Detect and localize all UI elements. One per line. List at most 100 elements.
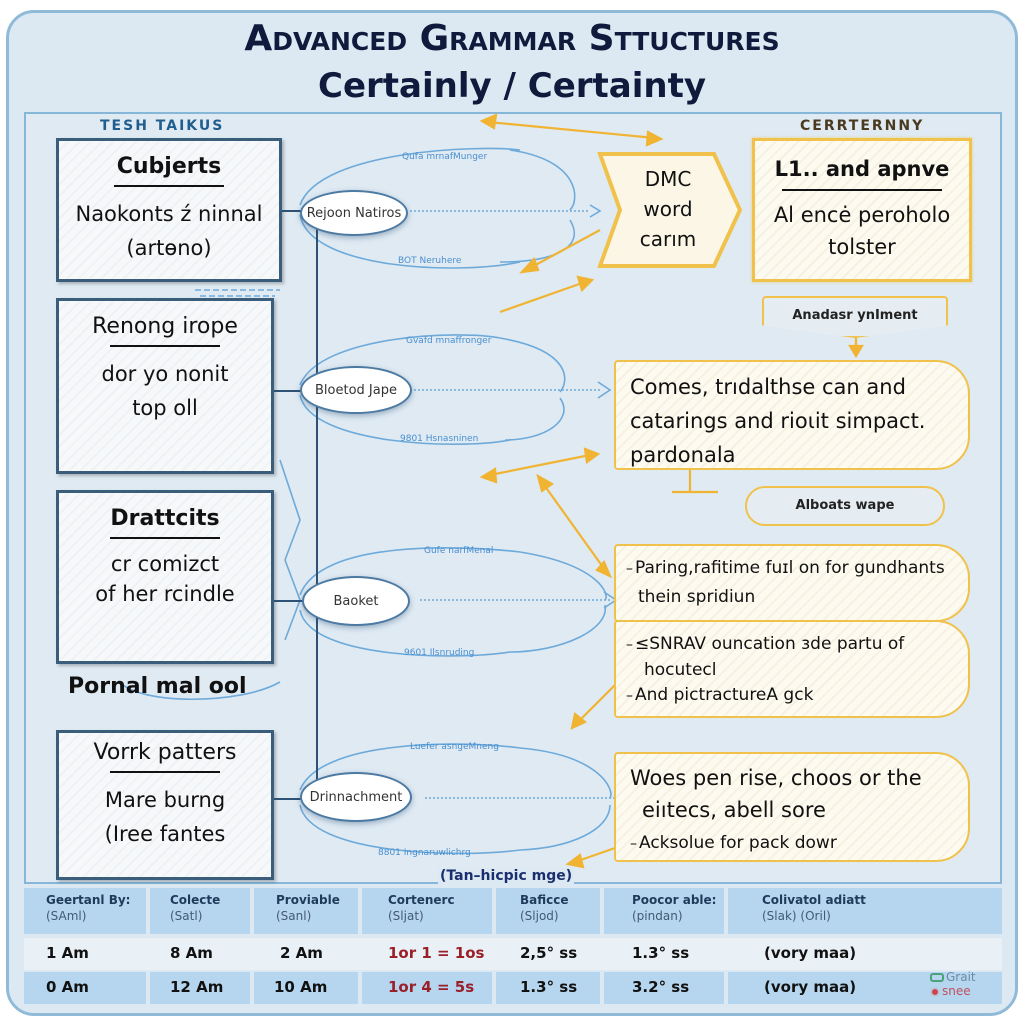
bullet-icon: –: [626, 688, 633, 704]
node-oval-3[interactable]: Baoket: [302, 576, 410, 626]
col-header-4-label: Cortenerc: [388, 893, 455, 907]
cell-r2-c2: 12 Am: [170, 978, 224, 996]
row-cell-bg: [254, 972, 358, 1004]
explanation-1-line-1: Comes, trıdalthse can and: [630, 375, 906, 399]
node-4-top-note: Luefer asngeMneng: [410, 742, 499, 752]
concept-box-2-heading: Renong irope: [92, 314, 238, 339]
legend-item-1: Grait: [946, 970, 976, 984]
header-cell-bg: [362, 888, 492, 934]
row-cell-bg: [728, 972, 1002, 1004]
cell-r1-c6: 1.3° ss: [632, 944, 690, 962]
node-oval-4[interactable]: Drinnachment: [300, 772, 412, 822]
legend: Grait snee: [930, 970, 976, 998]
concept-box-4-line-2: (Iree fantes: [104, 822, 226, 846]
concept-box-1-line-2: (artɵno): [126, 236, 212, 260]
node-4-bottom-note: 8801 Ingnaruwlichrg: [378, 848, 471, 858]
concept-box-1-line-1: Naokonts ź ninnal: [75, 202, 263, 226]
explanation-box-2[interactable]: –Paring,rafitime fuɪl on for gundhants t…: [614, 544, 970, 622]
dmc-line-3: carım: [639, 227, 697, 251]
cell-r2-c6: 3.2° ss: [632, 978, 690, 996]
concept-box-2-line-1: dor yo nonit: [101, 362, 229, 386]
row-cell-bg: [150, 972, 250, 1004]
explanation-4-line-2: eiıtecs, abell sore: [642, 798, 826, 822]
concept-box-4-line-1: Mare burng: [104, 788, 226, 812]
bullet-icon: –: [630, 836, 637, 852]
concept-box-1[interactable]: Cubjerts Naokonts ź ninnal (artɵno): [56, 138, 282, 282]
dmc-chevron-box[interactable]: DMC word carım: [596, 150, 744, 270]
explanation-3-line-3: And pictractureA gck: [635, 685, 814, 705]
divider: [110, 771, 220, 773]
cell-r1-c7: (vory maa): [764, 944, 857, 962]
node-oval-4-label: Drinnachment: [309, 789, 403, 805]
explanation-4-line-3: Acksolue for pack dowr: [639, 833, 837, 853]
concept-box-3-line-2: of her rcindle: [95, 582, 235, 606]
node-oval-2[interactable]: Bloetod Jape: [300, 366, 412, 414]
node-3-top-note: Gufe narfMenal: [424, 546, 494, 556]
explanation-1-line-3: pardonala: [630, 443, 736, 467]
explanation-box-3[interactable]: –≤SNRAV ouncation ɜde partu of hocutecl …: [614, 620, 970, 718]
node-oval-3-label: Baoket: [333, 593, 379, 609]
col-header-1: Geertanl By:(SAml): [46, 892, 130, 924]
explanation-box-4[interactable]: Woes pen rise, choos or the eiıtecs, abe…: [614, 752, 970, 862]
col-header-2: Colecte(Satl): [170, 892, 220, 924]
legend-item-2: snee: [942, 984, 971, 998]
right-section-label: CERRTERNNY: [800, 118, 925, 134]
col-header-6-sub: (pindan): [632, 909, 683, 923]
legend-dot-icon: [930, 986, 940, 997]
section-caption: Pornal mal ool: [68, 674, 247, 699]
legend-square-icon: [930, 973, 944, 982]
cell-r2-c1: 0 Am: [46, 978, 89, 996]
col-header-7-sub: (Slak) (Oril): [762, 909, 831, 923]
bullet-icon: –: [626, 637, 633, 653]
concept-box-4[interactable]: Vorrk patters Mare burng (Iree fantes: [56, 730, 274, 880]
dmc-line-2: word: [643, 197, 693, 221]
cell-r1-c4: 1or 1 = 1os: [388, 944, 485, 962]
concept-box-4-heading: Vorrk patters: [93, 740, 237, 765]
node-oval-1-label: Rejoon Natiros: [306, 205, 402, 221]
certainty-title-heading: L1.. and apnve: [774, 157, 950, 181]
divider: [110, 537, 220, 539]
cell-r1-c3: 2 Am: [280, 944, 323, 962]
col-header-3: Proviable (Sanl): [276, 892, 340, 924]
node-oval-1[interactable]: Rejoon Natiros: [300, 190, 408, 236]
tag-alboats[interactable]: Alboats wape: [745, 486, 945, 526]
divider: [110, 345, 220, 347]
col-header-7-label: Colivatol adiatt: [762, 893, 866, 907]
explanation-2-line-1: Paring,rafitime fuɪl on for gundhants: [635, 558, 945, 578]
col-header-4: Cortenerc (Sljat): [388, 892, 455, 924]
col-header-5: Baficce(Sljod): [520, 892, 569, 924]
cell-r1-c5: 2,5° ss: [520, 944, 578, 962]
concept-box-2-line-2: top oll: [132, 396, 198, 420]
col-header-4-sub: (Sljat): [388, 909, 424, 923]
table-row: [24, 938, 1002, 970]
explanation-4-line-1: Woes pen rise, choos or the: [630, 766, 922, 790]
diagram-caption: (Tan–hicpic mge): [438, 868, 575, 884]
col-header-3-label: Proviable: [276, 893, 340, 907]
divider: [114, 185, 224, 187]
node-oval-2-label: Bloetod Jape: [315, 382, 397, 398]
concept-box-3[interactable]: Drattcits cr comizct of her rcindle: [56, 490, 274, 664]
col-header-2-label: Colecte: [170, 893, 221, 907]
connector-4: [274, 798, 318, 800]
header-cell-bg: [150, 888, 250, 934]
bullet-icon: –: [626, 561, 633, 577]
concept-box-2[interactable]: Renong irope dor yo nonit top oll: [56, 298, 274, 474]
concept-box-1-heading: Cubjerts: [116, 154, 222, 179]
dmc-line-1: DMC: [644, 167, 692, 191]
chevron-shape: [597, 152, 743, 268]
row-cell-bg: [496, 972, 600, 1004]
concept-box-3-heading: Drattcits: [110, 506, 220, 531]
node-2-top-note: Gvafd mnaffronger: [406, 336, 492, 346]
explanation-box-1[interactable]: Comes, trıdalthse can and catarings and …: [614, 360, 970, 470]
cell-r2-c4: 1or 4 = 5s: [388, 978, 475, 996]
header-cell-bg: [496, 888, 600, 934]
header-cell-bg: [728, 888, 1002, 934]
certainty-title-box[interactable]: L1.. and apnve Al encė peroholo tolster: [752, 138, 972, 282]
summary-table: Geertanl By:(SAml) Colecte(Satl) Proviab…: [24, 888, 1002, 1008]
col-header-3-sub: (Sanl): [276, 909, 312, 923]
col-header-1-label: Geertanl By:: [46, 893, 131, 907]
page-subtitle: Certainly / Certainty: [318, 66, 706, 106]
node-2-bottom-note: 9801 Hsnasninen: [400, 434, 479, 444]
explanation-1-line-2: catarings and rioιit simpact.: [630, 409, 926, 433]
explanation-3-line-2: hocutecl: [644, 660, 717, 680]
